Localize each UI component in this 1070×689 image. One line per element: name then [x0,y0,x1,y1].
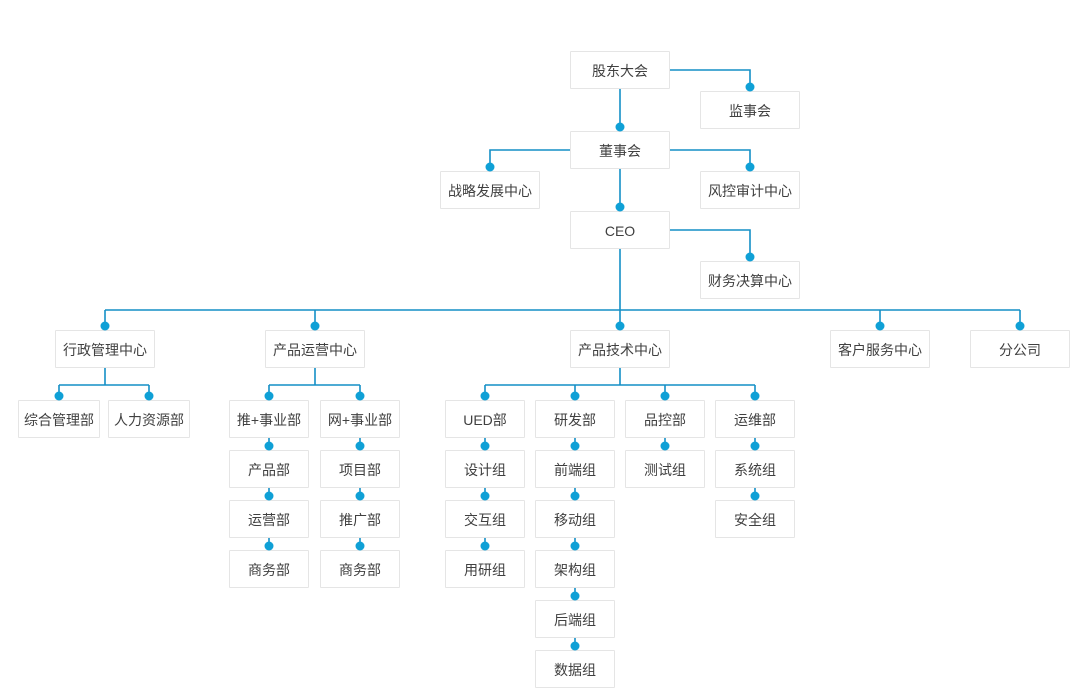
edge-shareholders-supervisory [670,69,751,87]
branch-admin-children [58,368,150,396]
node-design-group: 设计组 [445,450,525,488]
node-financial-settlement-center: 财务决算中心 [700,261,800,299]
node-supervisory-board: 监事会 [700,91,800,129]
node-architecture-group: 架构组 [535,550,615,588]
node-product-dept: 产品部 [229,450,309,488]
node-strategic-development-center: 战略发展中心 [440,171,540,209]
node-wang-plus-business-unit: 网+事业部 [320,400,400,438]
node-project-dept: 项目部 [320,450,400,488]
node-general-management-dept: 综合管理部 [18,400,100,438]
node-tui-plus-business-unit: 推+事业部 [229,400,309,438]
node-operation-dept: 运营部 [229,500,309,538]
node-backend-group: 后端组 [535,600,615,638]
node-ceo: CEO [570,211,670,249]
edge-board-risk [670,149,751,167]
node-branch-company: 分公司 [970,330,1070,368]
node-business-dept-left: 商务部 [229,550,309,588]
node-business-dept-right: 商务部 [320,550,400,588]
branch-product-tech-children [484,368,756,396]
branch-product-op-children [268,368,361,396]
node-testing-group: 测试组 [625,450,705,488]
node-customer-service-center: 客户服务中心 [830,330,930,368]
node-ops-maintenance-dept: 运维部 [715,400,795,438]
node-product-operation-center: 产品运营中心 [265,330,365,368]
node-quality-control-dept: 品控部 [625,400,705,438]
node-security-group: 安全组 [715,500,795,538]
node-ued-dept: UED部 [445,400,525,438]
node-frontend-group: 前端组 [535,450,615,488]
node-data-group: 数据组 [535,650,615,688]
edge-board-strategy [489,149,570,167]
node-human-resources-dept: 人力资源部 [108,400,190,438]
node-product-technology-center: 产品技术中心 [570,330,670,368]
node-board-of-directors: 董事会 [570,131,670,169]
node-shareholders-meeting: 股东大会 [570,51,670,89]
node-user-research-group: 用研组 [445,550,525,588]
node-risk-audit-center: 风控审计中心 [700,171,800,209]
node-admin-management-center: 行政管理中心 [55,330,155,368]
edge-ceo-financial [670,229,751,257]
node-mobile-group: 移动组 [535,500,615,538]
node-rd-dept: 研发部 [535,400,615,438]
node-promotion-dept: 推广部 [320,500,400,538]
node-interaction-group: 交互组 [445,500,525,538]
node-system-group: 系统组 [715,450,795,488]
